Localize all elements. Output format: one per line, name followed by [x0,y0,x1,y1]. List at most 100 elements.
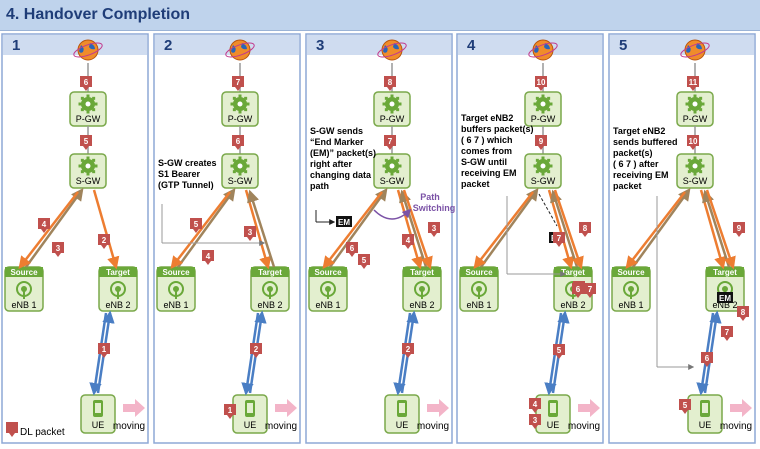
phone-icon [245,400,255,417]
globe-land [544,43,550,50]
phone-screen [95,403,101,413]
gear-tooth [80,96,84,100]
dl-packet-number: 4 [406,236,411,245]
dl-packet-tail [361,265,367,269]
node-header-label: Source [465,268,493,277]
dl-packet-box [98,343,110,354]
legend-label: DL packet [20,427,65,438]
antenna-icon [414,281,430,299]
gear-tooth [687,158,691,162]
uplink-path [24,187,84,268]
dl-packet-number: 7 [388,137,393,146]
moving-arrow-icon: moving [265,399,297,432]
gear-tooth [687,170,691,174]
antenna-icon [623,281,639,299]
dl-packet: 4 [38,218,50,233]
gear-tooth [86,156,90,160]
title-bar: 4. Handover Completion [0,0,760,31]
pgw-gear-icon [230,94,250,114]
gear-tooth [246,102,250,106]
node-header [554,267,592,277]
antenna-core [325,286,331,292]
panel-note-line: (GTP Tunnel) [158,180,214,190]
downlink-path [473,191,534,269]
pgw-gear-icon [78,94,98,114]
dl-packet-box [553,344,565,355]
dl-packet-box [529,414,541,425]
dl-packet: 7 [232,76,244,91]
dl-packet: 10 [687,135,699,150]
phone-icon [700,400,710,417]
dl-packet-number: 8 [741,308,746,317]
dl-packet-number: 7 [588,285,593,294]
pgw-node: P-GW [69,91,107,127]
dl-packet-number: 2 [102,236,107,245]
sgw-node: S-GW [676,153,714,189]
globe-land [89,43,95,50]
gear-tooth [382,102,386,106]
gear-tooth [693,110,697,114]
moving-arrow-shape [123,399,145,417]
dl-packet-box [80,135,92,146]
dl-packet: 7 [553,232,565,247]
node-header-label: Target [258,268,282,277]
phone-icon [548,400,558,417]
panel-note-line: packet [461,179,490,189]
globe-icon [73,39,103,61]
legend: DL packet [6,422,65,438]
pgw-gear-icon [533,94,553,114]
node-label: eNB 2 [560,300,585,310]
dl-packet-tail [532,425,538,429]
panel-note-line: path [310,181,329,191]
panel-header [610,35,754,55]
dl-packet-box [358,254,370,265]
moving-label: moving [417,421,449,432]
antenna-icon [16,281,32,299]
page-title: 4. Handover Completion [6,6,191,23]
dl-packet: 6 [701,352,713,367]
gear-tooth [92,96,96,100]
panel-number: 5 [619,37,627,54]
dl-packet-box [232,76,244,87]
node-label: P-GW [228,114,253,124]
dl-packet: 8 [737,306,749,321]
gear-tooth [390,156,394,160]
dl-packet-tail [556,243,562,247]
dl-packet-tail [83,146,89,150]
sgw-node: S-GW [373,153,411,189]
dl-packet-box [721,326,733,337]
dl-packet-box [584,283,596,294]
gear-tooth [685,164,689,168]
gear-tooth [535,108,539,112]
sgw-gear-icon [382,156,402,176]
dl-packet-box [346,242,358,253]
globe-orbit [73,42,103,58]
globe-orbit [225,42,255,58]
globe-orbit [528,42,558,58]
dl-packet: 2 [250,343,262,358]
path-switching-arc [373,208,412,220]
node-header-label: Source [314,268,342,277]
node-header-label: Target [106,268,130,277]
sgw-gear-icon [533,156,553,176]
node-label: eNB 1 [11,300,36,310]
dl-packet-box [80,76,92,87]
panel-note-line: changing data [310,170,372,180]
dl-packet-box [202,250,214,261]
node-label: S-GW [531,176,556,186]
dl-packet-box [733,222,745,233]
gear-hub [540,101,546,107]
dl-packet-tail [690,146,696,150]
dl-packet-number: 6 [236,137,241,146]
dl-packet-tail [556,355,562,359]
dl-packet-tail [587,294,593,298]
moving-label: moving [113,421,145,432]
gear-tooth [86,172,90,176]
dl-packet: 5 [553,344,565,359]
dl-packet: 5 [679,399,691,414]
moving-arrow-shape [730,399,752,417]
gear-tooth [547,96,551,100]
gear-tooth [382,164,386,168]
